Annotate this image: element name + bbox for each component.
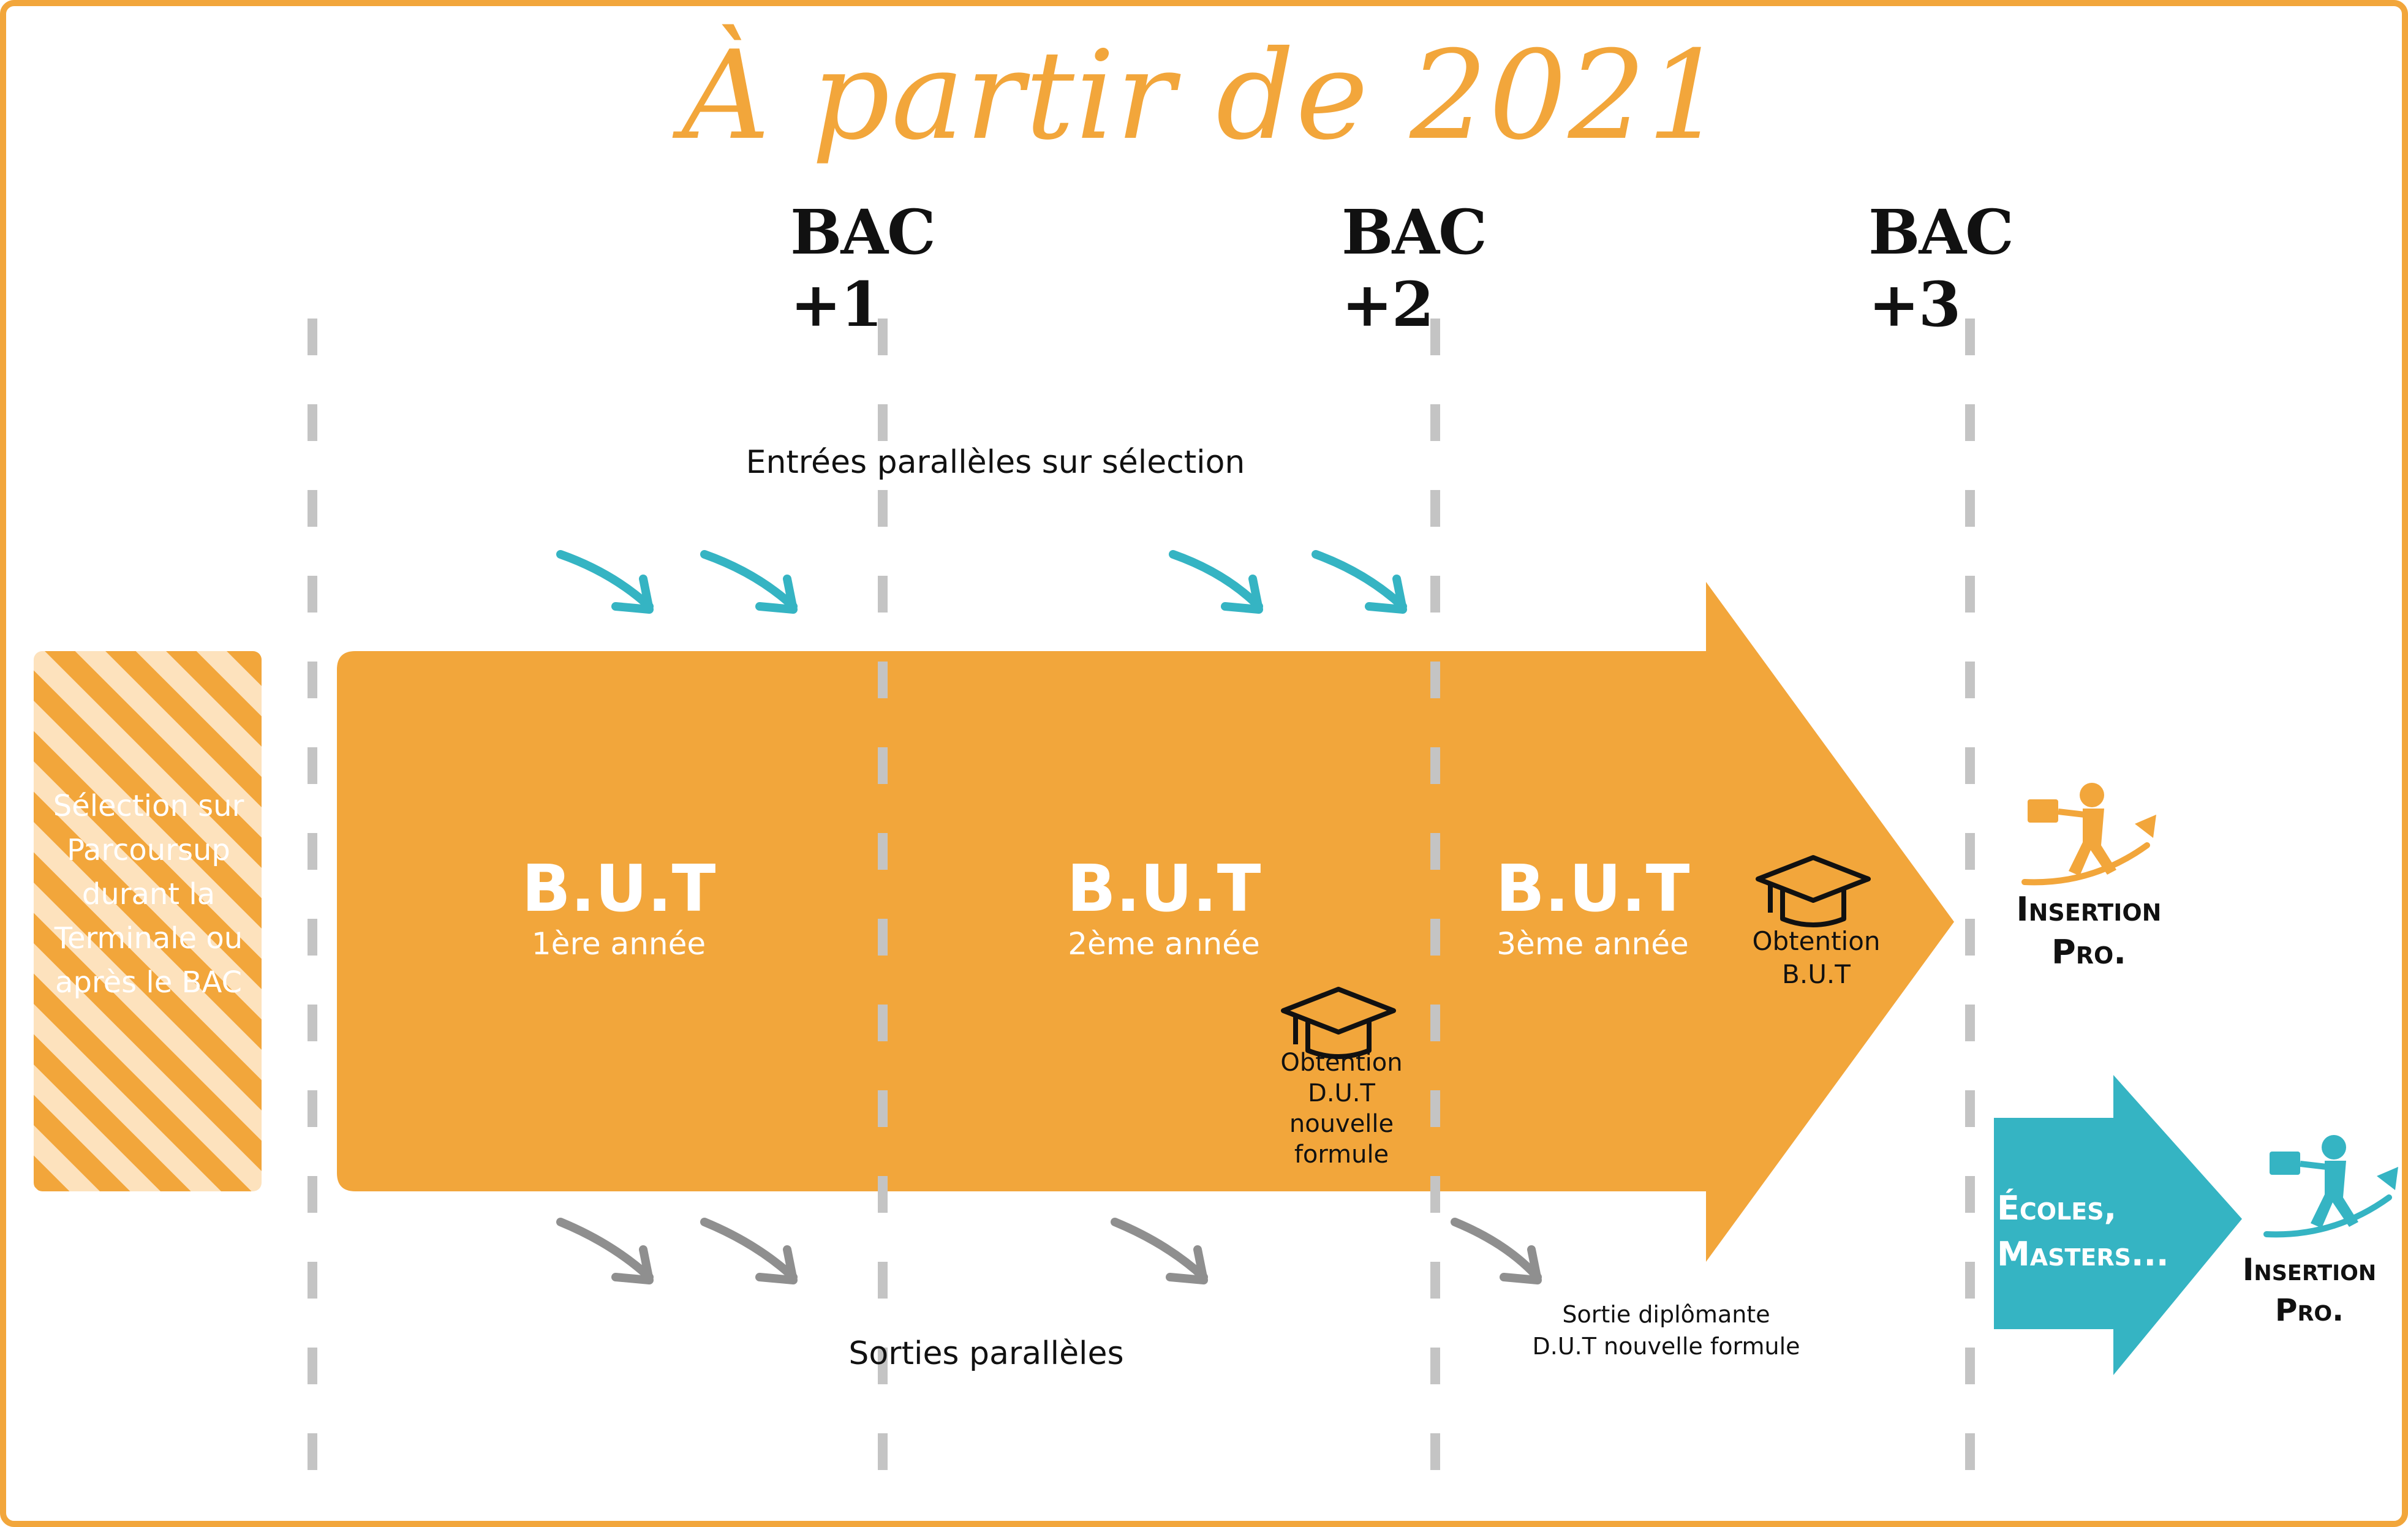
entry-arrows: [556, 550, 1407, 614]
column-header-bac1: BAC +1: [790, 196, 936, 341]
but-year-2: B.U.T 2ème année: [1011, 851, 1317, 962]
insertion-line: Pro.: [2274, 1292, 2344, 1328]
ecoles-line: Écoles,: [1997, 1189, 2117, 1227]
but-obtention-line: Obtention: [1752, 926, 1881, 956]
exit-arrow-icon: [700, 1218, 798, 1284]
ecoles-line: Masters...: [1997, 1235, 2169, 1273]
exit-arrow-icon: [556, 1218, 654, 1284]
but-year-subtitle: 1ère année: [531, 926, 706, 962]
entry-arrow-icon: [1169, 550, 1263, 614]
businessman-climbing-icon: [2021, 783, 2156, 886]
entry-arrow-icon: [700, 550, 798, 614]
dut-obtention-line: D.U.T: [1308, 1079, 1375, 1107]
but-year-subtitle: 2ème année: [1068, 926, 1260, 962]
dut-obtention-line: Obtention: [1280, 1049, 1403, 1077]
entry-arrow-icon: [556, 550, 654, 614]
insertion-line: Insertion: [2016, 890, 2162, 929]
insertion-line: Pro.: [2051, 933, 2126, 971]
but-year-title: B.U.T: [521, 851, 716, 926]
insertion-line: Insertion: [2242, 1252, 2377, 1288]
graduation-cap-icon: [1281, 987, 1396, 1059]
dut-obtention-line: nouvelle: [1289, 1110, 1394, 1138]
graduation-cap-icon: [1756, 855, 1871, 927]
but-arrow: [337, 582, 1954, 1262]
but-year-3: B.U.T 3ème année: [1440, 851, 1746, 962]
dashed-lines: [308, 319, 1975, 1507]
ecoles-arrow: [1994, 1075, 2242, 1375]
but-obtention-line: B.U.T: [1782, 959, 1851, 989]
insertion-pro-bottom: Insertion Pro.: [2217, 1250, 2401, 1330]
ecoles-masters: Écoles, Masters...: [1997, 1185, 2211, 1277]
but-obtention: Obtention B.U.T: [1721, 925, 1911, 991]
dut-obtention: Obtention D.U.T nouvelle formule: [1244, 1047, 1440, 1170]
exits-label: Sorties parallèles: [848, 1335, 1124, 1372]
exit-arrow-icon: [1111, 1218, 1208, 1284]
businessman-climbing-icon: [2263, 1135, 2398, 1238]
sortie-diplomante-line: D.U.T nouvelle formule: [1532, 1333, 1800, 1360]
sortie-diplomante: Sortie diplômante D.U.T nouvelle formule: [1482, 1299, 1850, 1362]
insertion-pro-top: Insertion Pro.: [1985, 888, 2193, 974]
selection-box: [34, 651, 262, 1191]
but-year-1: B.U.T 1ère année: [466, 851, 772, 962]
dut-obtention-line: formule: [1294, 1141, 1389, 1169]
but-year-title: B.U.T: [1066, 851, 1261, 926]
selection-text: Sélection sur Parcoursup durant la Termi…: [53, 789, 244, 1000]
entry-arrow-icon: [1312, 550, 1407, 614]
column-header-bac2: BAC +2: [1342, 196, 1487, 341]
exit-arrow-icon: [1451, 1218, 1542, 1284]
sortie-diplomante-line: Sortie diplômante: [1562, 1301, 1770, 1328]
exit-arrows: [556, 1218, 1542, 1284]
column-header-bac3: BAC +3: [1868, 196, 2014, 341]
page-title: À partir de 2021: [681, 25, 1727, 167]
entries-label: Entrées parallèles sur sélection: [745, 444, 1245, 481]
but-year-title: B.U.T: [1495, 851, 1690, 926]
but-year-subtitle: 3ème année: [1497, 926, 1689, 962]
